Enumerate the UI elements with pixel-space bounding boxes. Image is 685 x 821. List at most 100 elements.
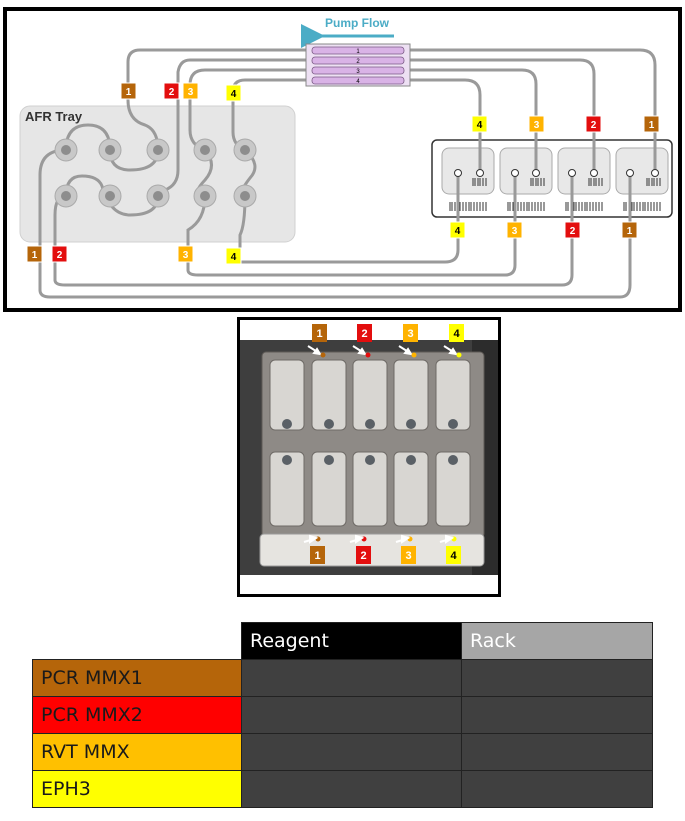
well-icon	[54, 184, 78, 208]
rack-cell[interactable]	[461, 696, 653, 734]
reagent-header: Reagent	[241, 622, 462, 660]
svg-text:3: 3	[534, 120, 540, 131]
photo-tag-2: 2	[357, 324, 372, 342]
pump-tube-number: 2	[356, 59, 360, 65]
pump-tubes: 1 2 3 4	[305, 43, 411, 87]
svg-text:3: 3	[512, 226, 518, 237]
lane-tag-3: 3	[182, 82, 199, 100]
lane-tag-2: 2	[163, 82, 180, 100]
svg-text:2: 2	[361, 328, 367, 340]
table-row: PCR MMX1	[32, 659, 653, 697]
reagent-cell[interactable]	[241, 770, 462, 808]
svg-text:2: 2	[570, 226, 576, 237]
svg-text:3: 3	[405, 550, 411, 562]
svg-text:3: 3	[407, 328, 413, 340]
pump-tube-number: 1	[356, 49, 360, 55]
row-label-eph3: EPH3	[32, 770, 242, 808]
svg-text:4: 4	[231, 89, 237, 100]
lane-tag-2: 2	[585, 115, 602, 133]
well-icon	[193, 138, 217, 162]
photo-tag-1: 1	[312, 324, 327, 342]
barcode-icon	[449, 178, 661, 211]
rack-ports	[454, 169, 659, 177]
well-icon	[98, 184, 122, 208]
table-row: EPH3	[32, 770, 653, 808]
well-icon	[146, 138, 170, 162]
photo-tag-2: 2	[356, 546, 371, 564]
rack-photo-illustration: 1 2 3 4 1 2 3 4	[240, 320, 498, 594]
svg-text:3: 3	[183, 250, 189, 261]
afr-tray-label: AFR Tray	[25, 109, 83, 124]
reagent-cell[interactable]	[241, 733, 462, 771]
photo-tag-4: 4	[449, 324, 464, 342]
well-icon	[146, 184, 170, 208]
lane-tag-3: 3	[506, 221, 523, 239]
svg-text:3: 3	[188, 87, 194, 98]
arrow-icon	[307, 345, 458, 356]
lane-tag-3: 3	[528, 115, 545, 133]
row-label-rvt-mmx: RVT MMX	[32, 733, 242, 771]
table-row: PCR MMX2	[32, 696, 653, 734]
table-row: RVT MMX	[32, 733, 653, 771]
reagent-rack-table: Reagent Rack PCR MMX1 PCR MMX2 RVT MMX E…	[32, 622, 653, 808]
svg-text:4: 4	[455, 226, 461, 237]
tubing-diagram: Pump Flow AFR Tray	[3, 7, 682, 312]
lane-tag-3: 3	[177, 245, 194, 263]
afr-tray	[19, 105, 296, 243]
svg-text:2: 2	[57, 250, 63, 261]
table-corner	[33, 623, 242, 660]
svg-text:4: 4	[450, 550, 457, 562]
row-label-pcr-mmx2: PCR MMX2	[32, 696, 242, 734]
well-icon	[233, 184, 257, 208]
lane-tag-1: 1	[643, 115, 660, 133]
svg-text:4: 4	[453, 328, 460, 340]
rack-cell[interactable]	[461, 659, 653, 697]
arrow-icon	[303, 534, 455, 544]
lane-tag-4: 4	[449, 221, 466, 239]
tray-slots	[269, 359, 471, 527]
pump-tube-number: 4	[356, 79, 360, 85]
svg-text:1: 1	[316, 328, 322, 340]
well-icon	[233, 138, 257, 162]
rack-cell[interactable]	[461, 733, 653, 771]
well-icon	[98, 138, 122, 162]
tray-wells	[282, 419, 458, 465]
well-icon	[54, 138, 78, 162]
well-icon	[193, 184, 217, 208]
pump-flow-label: Pump Flow	[325, 16, 390, 30]
svg-text:1: 1	[314, 550, 320, 562]
lane-tag-4: 4	[471, 115, 488, 133]
photo-tag-3: 3	[403, 324, 418, 342]
afr-wells	[54, 138, 257, 208]
svg-text:2: 2	[360, 550, 366, 562]
svg-text:2: 2	[591, 120, 597, 131]
svg-text:1: 1	[649, 120, 655, 131]
lane-tag-4: 4	[225, 247, 242, 265]
photo-top-tags: 1 2 3 4	[312, 324, 464, 342]
connector-icon	[315, 352, 462, 542]
rack-cell[interactable]	[461, 770, 653, 808]
table-header-row: Reagent Rack	[33, 622, 653, 660]
svg-text:1: 1	[126, 87, 132, 98]
reagent-cell[interactable]	[241, 696, 462, 734]
reagent-cell[interactable]	[241, 659, 462, 697]
lane-tag-1: 1	[621, 221, 638, 239]
row-label-pcr-mmx1: PCR MMX1	[32, 659, 242, 697]
svg-text:4: 4	[477, 120, 483, 131]
lane-tag-1: 1	[120, 82, 137, 100]
svg-text:1: 1	[627, 226, 633, 237]
lane-tag-4: 4	[225, 84, 242, 102]
pump-tube-number: 3	[356, 69, 360, 75]
rack-photo: 1 2 3 4 1 2 3 4	[237, 317, 501, 597]
lane-tag-2: 2	[51, 245, 68, 263]
photo-bottom-tags: 1 2 3 4	[310, 546, 461, 564]
rack-header: Rack	[461, 622, 653, 660]
lane-tag-2: 2	[564, 221, 581, 239]
svg-text:1: 1	[32, 250, 38, 261]
svg-text:4: 4	[231, 252, 237, 263]
lane-tag-1: 1	[26, 245, 43, 263]
photo-tag-4: 4	[446, 546, 461, 564]
lane-tags: 1 2 3 4 4 3 2 1 4 3 2 1 1 2 3 4	[26, 82, 660, 265]
svg-text:2: 2	[169, 87, 175, 98]
photo-tag-1: 1	[310, 546, 325, 564]
